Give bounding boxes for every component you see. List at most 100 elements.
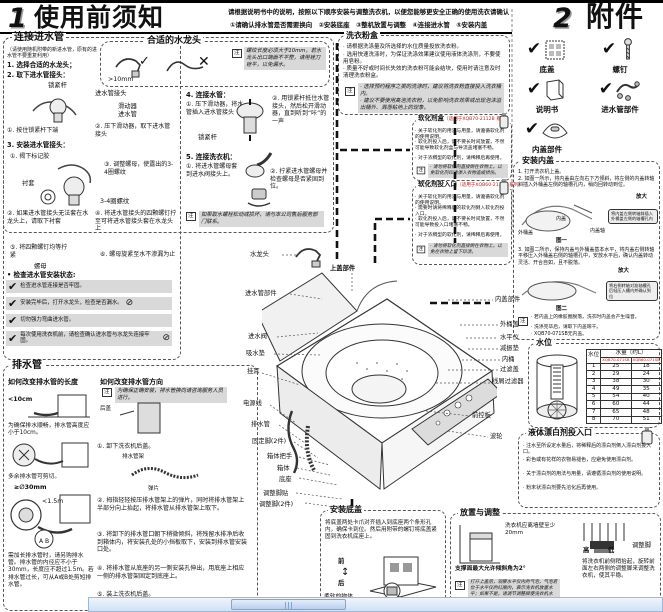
label-cabinet-handle: 箱体把手 — [267, 453, 293, 460]
check-icon: ✔ — [526, 79, 542, 99]
screw-icon — [624, 37, 633, 59]
note-tag: 注 — [186, 212, 196, 221]
softener-inlet-title-text: 软化剂投入口 — [418, 180, 457, 188]
table-model-b: XQB60-071SB — [630, 356, 662, 364]
faucet-box-title: 合适的水龙头 — [145, 36, 204, 46]
hose-insert-figure — [236, 99, 264, 141]
label-inner-cover: 内盖 — [556, 216, 567, 222]
accessory-manual: ✔ 说明书 — [515, 76, 579, 115]
softinlet-b3: · 软化剂投入后，请不要长时间放置，不然可能导致投入口堵塞不畅。 — [415, 217, 505, 228]
label-adjust-feet: 调整脚(2件) — [259, 501, 294, 508]
label-inner-cover-part: 内盖部件 — [495, 296, 521, 303]
label-outer-lid: 外桶盖 — [518, 230, 534, 236]
connect-s3a: ①. 揭下标记胶 — [10, 153, 50, 160]
check-icon: ✔ — [8, 331, 18, 345]
connect-s3b: ②. 如果进水管接头无法套在水龙头上，请取下衬套 — [7, 210, 89, 225]
note-tag: 注 — [455, 581, 465, 590]
inner-cover-icon — [542, 123, 568, 138]
section-detergent — [338, 35, 510, 115]
drain-s5: ⑤. 装上洗衣机后盖。 — [97, 591, 155, 598]
accessory-screw: ✔ 螺钉 — [588, 36, 652, 75]
label-pulsator: 波轮 — [490, 433, 503, 440]
placement-adjust: 将洗衣机前侧稍抬起，旋转前面左右两侧的调整脚来调整洗衣机，使其平稳。 — [582, 559, 655, 579]
label-base: 底座 — [279, 476, 292, 483]
drain-s2: ②. 拇指轻轻按压排水管架上的弹片，同时将排水管架上半部分向上抬起，将排水管从排… — [97, 497, 245, 512]
accessory-inlet-hose: ✔ 进水管部件 — [588, 76, 652, 115]
connect-step3: 3. 安装进水管接头： — [7, 141, 70, 149]
figure1-label: 图一 — [556, 238, 568, 244]
label-high: 高 — [583, 547, 590, 554]
check-row: ✔切勿强力弯曲进水管。 — [6, 314, 172, 327]
part-label-lock-lever: 锁紧杆 — [48, 82, 67, 89]
drain-direction-note: 为确保正确安装，排水管换向请咨询服务人员进行。 — [115, 387, 227, 403]
check-icon: ✔ — [598, 79, 614, 99]
bottom-cover-icon — [545, 40, 565, 59]
section-number-1: 1 — [8, 3, 27, 34]
softener-box-title: 软化剂盒（适用于XQB70-2112B 系列） — [416, 115, 512, 123]
figure2-label: 图二 — [556, 306, 568, 312]
water-level-gauge-figure — [536, 354, 578, 420]
note-tag: 注 — [102, 388, 112, 397]
label-faucet: 水龙头 — [250, 251, 269, 258]
connect-s3e: ⑤. 将四颗螺钉均等拧紧 — [10, 244, 68, 259]
part-label-inlet-pipe: 进水管 — [118, 111, 137, 118]
base-cover-title: 安装底盖 — [328, 505, 364, 514]
label-inlet-hose-part: 进水管部件 — [245, 290, 277, 297]
check-icon: ✔ — [8, 314, 18, 327]
horizontal-scrollbar-thumb[interactable] — [231, 599, 346, 610]
drain-s4: ④. 将排水管从底座的另一侧安装孔伸出，用底座上相应一侧的排水管架固定到底座上。 — [97, 565, 245, 580]
innercover-n2: · 洗涤完毕后，请取下内盖晾干。 — [531, 325, 602, 330]
check-icon: ✔ — [8, 280, 18, 293]
connect-s3f: ⑥. 螺母旋紧至水不渗漏为止 — [100, 251, 176, 258]
label-level-gauge: 水平仪 — [500, 334, 519, 341]
water-level-title: 水位 — [534, 338, 554, 347]
horizontal-scrollbar-track[interactable] — [88, 597, 663, 612]
check-row: ✔检查进水管连接是否牢固。 — [6, 280, 172, 293]
cross-mark-icon: ✕ — [198, 54, 210, 70]
drain-length-title: 如何改变排水管的长度 — [8, 378, 78, 386]
section-inner-cover — [513, 161, 660, 340]
check-row: ✔每次使用洗衣机前，请检查确认进水管与水龙头连接牢固。⊘ — [6, 331, 172, 346]
faucet-box — [100, 41, 330, 87]
label-top-cover: 上盖部件 — [330, 265, 356, 272]
softinlet-note: · 请勿将软化剂直接倒在衣物上，以免在衣物上留下印渍。 — [428, 243, 508, 257]
inner-cover-title: 安装内盖 — [520, 156, 556, 165]
drain-t1: 为确保排水顺畅，排水管高度应小于10cm。 — [8, 423, 90, 437]
drain-title: 排水管 — [10, 360, 44, 371]
table-header-level: 水位 — [585, 349, 602, 364]
drain-direction-title: 如何改变排水管方向 — [100, 378, 163, 386]
detergent-n1: · 选择预约程序之类的洗涤时，建议将洗衣粉直接投入洗衣桶内。 — [360, 84, 502, 97]
washing-machine-figure — [262, 272, 497, 490]
label-power-cord: 电源线 — [243, 400, 262, 407]
inlet-hose-icon — [616, 80, 640, 101]
innercover-s1: 1. 打开洗衣机上盖。 — [518, 169, 565, 175]
tighten-nut-figure — [247, 188, 271, 207]
connect-note5: 如果取水螺栓松动或损坏，请与本公司售后服务部门联系。 — [199, 211, 324, 227]
connect-s3d: ④. 将进水管接头的四颗螺钉拧至可将进水管接头套在水龙头上 — [95, 210, 177, 232]
innercover-s3: 3. 如图二所示，保持内盖与外桶盖基本水平，将内盖右侧转轴平移压入外桶盖右侧的轴… — [518, 247, 655, 266]
label-inlet-valve: 进水阀 — [248, 333, 267, 340]
innercover-n3: · XQB70-071SB无内盖。 — [531, 332, 587, 337]
check-text: 安装完毕后，打开水龙头，检查是否漏水。 — [20, 300, 123, 307]
check-icon: ✔ — [8, 297, 18, 310]
callout-1: 将内盖左侧转轴斜插入外桶盖左侧的轴槽孔内 — [608, 209, 658, 224]
softener-bottle-icon — [499, 179, 509, 195]
bleach-b4: · 粉末状漂白剂要先溶化后再使用。 — [523, 485, 602, 491]
bleach-b3: · 关于漂白剂的用法与用量，请遵循漂白剂的使用说明。 — [523, 471, 647, 477]
connect-subnote: （请使用随机附带的新进水管，原有的进水管不要重复利用） — [7, 47, 98, 60]
adjust-foot-figure — [583, 523, 625, 553]
zoom-label: 放大 — [618, 268, 630, 274]
hose-to-valve-figure — [245, 152, 273, 178]
wall-clearance-figure — [459, 525, 500, 564]
check-text: 检查进水管连接是否牢固。 — [20, 283, 85, 290]
drain-dim-height: <10cm — [8, 396, 33, 403]
label-damper-pad: 减振垫 — [500, 345, 519, 352]
check-icon: ✔ — [526, 39, 542, 59]
inner-cover-fig2 — [521, 281, 597, 301]
label-absorb-pad: 吸水垫 — [246, 350, 265, 357]
part-label-nut: 螺母 — [34, 263, 47, 270]
label-inner-tub: 内桶 — [502, 356, 515, 363]
